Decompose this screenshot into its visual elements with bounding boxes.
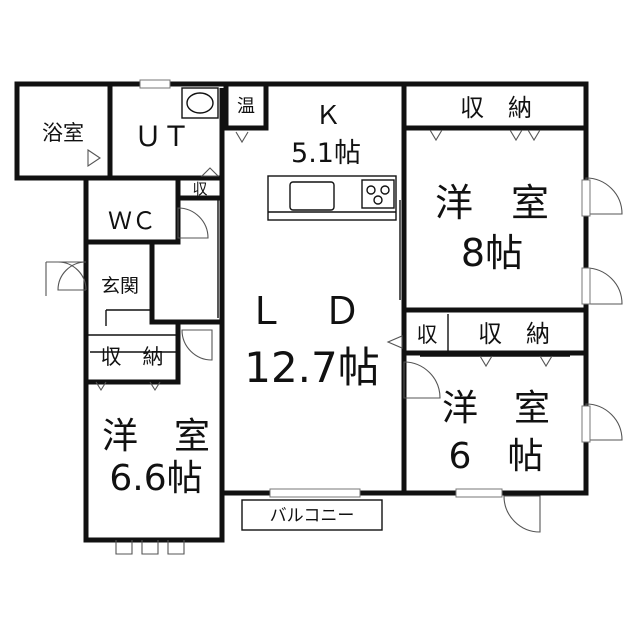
label-ld: Ｌ Ｄ [247, 289, 361, 333]
label-balcony: バルコニー [270, 506, 355, 526]
label-wc: ＷＣ [108, 207, 156, 235]
label-entrance: 玄関 [101, 275, 139, 297]
fixtures [181, 87, 397, 531]
label-storage-mid-small: 収 [417, 323, 438, 347]
label-heater: 温 [237, 96, 255, 117]
label-storage-top-right: 収 納 [460, 94, 532, 122]
label-storage-mid-right: 収 納 [478, 320, 550, 348]
label-western-8-size: 8帖 [461, 231, 523, 275]
label-western-6-size: 6 帖 [449, 436, 544, 477]
label-western-66: 洋 室 [102, 416, 210, 457]
doors [45, 129, 623, 555]
balcony-outline [241, 499, 383, 531]
kitchen-counter [267, 175, 397, 221]
sink [289, 181, 335, 211]
label-storage-left: 収 納 [101, 345, 164, 369]
label-western-8: 洋 室 [435, 181, 549, 225]
label-kitchen-size: 5.1帖 [291, 138, 361, 169]
interior-lines [86, 127, 570, 357]
label-ld-size: 12.7帖 [244, 343, 380, 392]
label-kitchen: Ｋ [315, 101, 341, 131]
label-western-6: 洋 室 [442, 388, 550, 429]
stove [361, 179, 395, 209]
label-bath: 浴室 [42, 121, 84, 145]
label-ut: ＵＴ [134, 120, 190, 153]
label-western-66-size: 6.6帖 [109, 458, 202, 499]
windows [139, 79, 591, 498]
room-labels: 浴室 ＵＴ 温 Ｋ 5.1帖 収 納 洋 室 8帖 収 ＷＣ 玄関 Ｌ Ｄ 12… [42, 94, 550, 526]
label-storage-center: 収 [192, 180, 207, 198]
